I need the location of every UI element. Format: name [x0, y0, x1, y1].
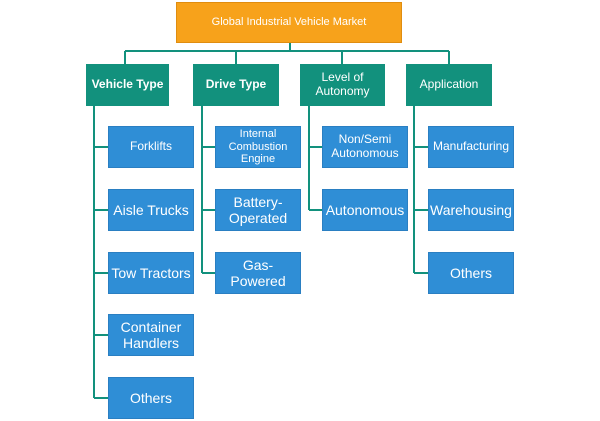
leaf-gas-powered: Gas-Powered — [215, 252, 301, 294]
leaf-aisle-trucks: Aisle Trucks — [108, 189, 194, 231]
leaf-forklifts: Forklifts — [108, 126, 194, 168]
category-application: Application — [406, 64, 492, 106]
leaf-internal-combustion-engine: Internal Combustion Engine — [215, 126, 301, 168]
leaf-label: Aisle Trucks — [113, 201, 189, 218]
leaf-label: Non/Semi Autonomous — [331, 132, 399, 160]
leaf-label: Autonomous — [325, 201, 405, 218]
leaf-others-application: Others — [428, 252, 514, 294]
category-drive-type: Drive Type — [193, 64, 279, 106]
leaf-non-semi-autonomous: Non/Semi Autonomous — [322, 126, 408, 168]
leaf-label: Container Handlers — [120, 318, 182, 351]
category-label: Drive Type — [205, 77, 267, 92]
leaf-label: Tow Tractors — [111, 264, 191, 281]
leaf-label: Gas-Powered — [230, 256, 286, 289]
leaf-label: Others — [449, 264, 492, 281]
leaf-tow-tractors: Tow Tractors — [108, 252, 194, 294]
leaf-others-vehicle: Others — [108, 377, 194, 419]
leaf-label: Battery-Operated — [228, 193, 288, 226]
leaf-autonomous: Autonomous — [322, 189, 408, 231]
leaf-battery-operated: Battery-Operated — [215, 189, 301, 231]
category-label: Application — [419, 77, 479, 92]
leaf-warehousing: Warehousing — [428, 189, 514, 231]
category-vehicle-type: Vehicle Type — [86, 64, 169, 106]
leaf-label: Manufacturing — [432, 139, 510, 154]
leaf-label: Warehousing — [430, 201, 512, 218]
leaf-label: Others — [129, 389, 172, 406]
category-level-of-autonomy: Level of Autonomy — [300, 64, 385, 106]
category-label: Level of Autonomy — [315, 70, 370, 98]
leaf-container-handlers: Container Handlers — [108, 314, 194, 356]
root-node: Global Industrial Vehicle Market — [176, 2, 402, 43]
leaf-label: Forklifts — [130, 139, 172, 154]
leaf-label: Internal Combustion Engine — [228, 128, 288, 166]
category-label: Vehicle Type — [91, 77, 164, 92]
leaf-manufacturing: Manufacturing — [428, 126, 514, 168]
root-label: Global Industrial Vehicle Market — [211, 16, 367, 29]
